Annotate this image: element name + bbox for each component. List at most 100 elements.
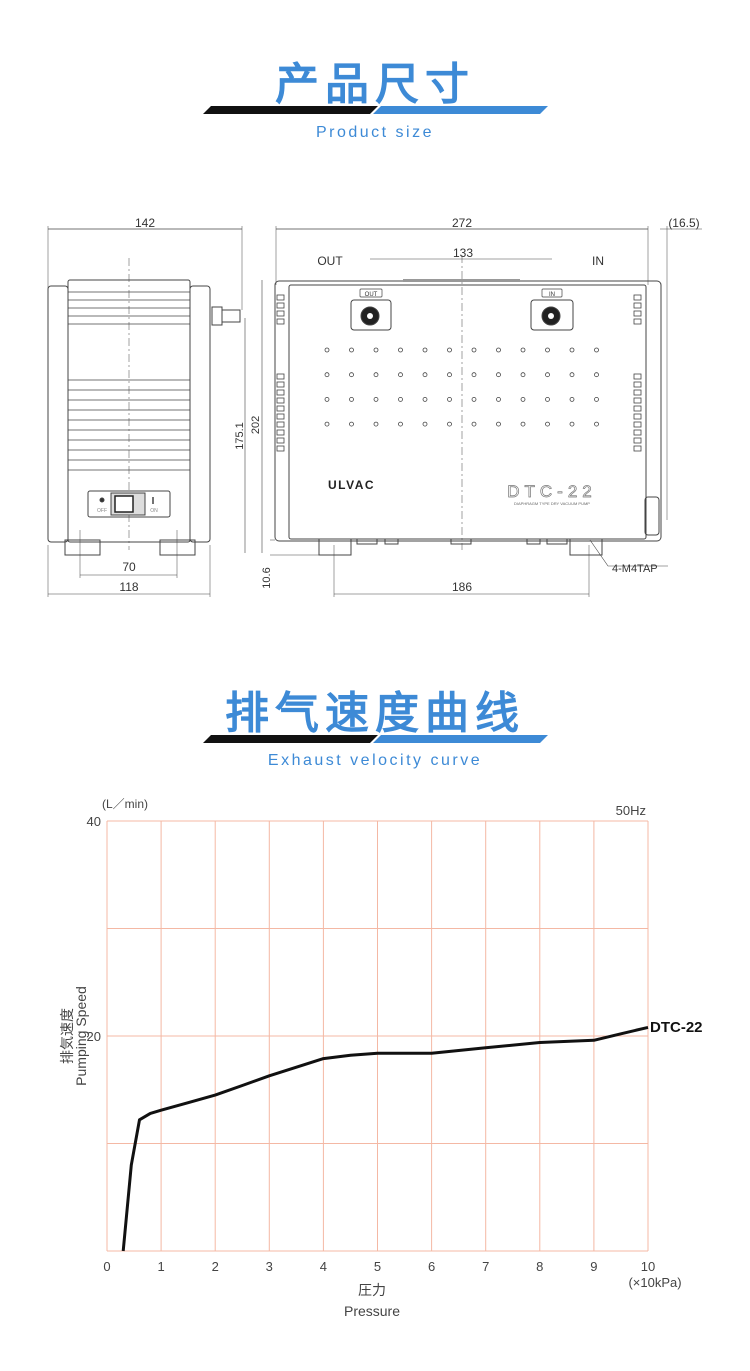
x-tick-label: 0: [103, 1259, 110, 1274]
dim-fitting: (16.5): [668, 216, 699, 230]
in-port-tag: IN: [549, 292, 555, 298]
vent-hole: [373, 347, 379, 353]
cooling-fin: [276, 405, 285, 412]
vent-hole: [398, 421, 403, 427]
vent-hole: [496, 347, 501, 353]
cooling-fin: [633, 421, 642, 428]
vent-hole: [569, 372, 575, 378]
x-tick-label: 6: [428, 1259, 435, 1274]
x-tick-label: 10: [641, 1259, 655, 1274]
dim-front-height-inner: 175.1: [234, 422, 246, 450]
cooling-fin: [633, 413, 642, 420]
vent-hole: [520, 421, 526, 427]
cooling-fin: [633, 445, 642, 452]
side-view: 272 (16.5) 133 OUT IN OUT IN ULVAC DTC-2…: [261, 216, 702, 597]
vent-hole: [594, 347, 599, 353]
cooling-fin: [633, 318, 642, 325]
title-underline: [203, 106, 548, 114]
y-axis-label: Pumping Speed: [73, 986, 89, 1086]
y-unit-label: (L／min): [102, 797, 148, 811]
cooling-fin: [633, 405, 642, 412]
cooling-fin: [276, 421, 285, 428]
cooling-fin: [276, 429, 285, 436]
dim-foot-spacing-front: 70: [122, 560, 136, 574]
series-line-dtc-22: [121, 1025, 649, 1252]
section-title-exhaust-curve: 排气速度曲线: [225, 688, 525, 739]
vent-hole: [324, 396, 330, 402]
cooling-fin: [276, 318, 285, 325]
cooling-fin: [633, 397, 642, 404]
switch-on-label: ON: [150, 508, 158, 514]
cooling-fin: [633, 294, 642, 301]
brand-logo: ULVAC: [328, 478, 375, 492]
vent-hole: [422, 347, 428, 353]
cooling-fin: [276, 294, 285, 301]
vent-hole: [324, 347, 330, 353]
dim-front-height-total: 202: [250, 416, 262, 434]
out-port-label: OUT: [317, 254, 343, 268]
vent-hole: [398, 372, 403, 378]
x-tick-label: 7: [482, 1259, 489, 1274]
vent-hole: [349, 421, 354, 427]
front-view: 142 OFF ON 175.1 202 70 118: [47, 216, 263, 597]
cooling-fin: [633, 373, 642, 380]
cooling-fin: [276, 389, 285, 396]
x-unit-label: (×10kPa): [628, 1275, 681, 1290]
cooling-fin: [276, 437, 285, 444]
vent-hole: [471, 347, 477, 353]
dim-foot-spacing-side: 186: [452, 580, 472, 594]
dim-front-width: 142: [135, 216, 155, 230]
vent-hole: [471, 396, 477, 402]
vent-hole: [569, 421, 575, 427]
dim-base-width: 118: [119, 580, 138, 594]
vent-hole: [594, 421, 599, 427]
vent-hole: [447, 372, 452, 378]
vent-hole: [569, 347, 575, 353]
vent-hole: [349, 396, 354, 402]
in-port-label: IN: [592, 254, 604, 268]
vent-hole: [520, 372, 526, 378]
vent-hole: [398, 347, 403, 353]
cooling-fin: [633, 381, 642, 388]
vent-hole: [349, 347, 354, 353]
x-tick-label: 1: [157, 1259, 164, 1274]
vent-hole: [594, 372, 599, 378]
vent-hole: [373, 396, 379, 402]
out-port-tag: OUT: [365, 292, 378, 298]
vent-hole: [496, 396, 501, 402]
x-axis-label: Pressure: [344, 1303, 400, 1319]
vent-hole: [545, 396, 550, 402]
vent-hole: [422, 421, 428, 427]
title-underline: [203, 735, 548, 743]
vent-hole: [447, 396, 452, 402]
vent-hole: [324, 372, 330, 378]
cooling-fin: [276, 381, 285, 388]
cooling-fin: [633, 302, 642, 309]
x-tick-label: 9: [590, 1259, 597, 1274]
cooling-fin: [633, 429, 642, 436]
x-tick-label: 5: [374, 1259, 381, 1274]
x-tick-label: 2: [212, 1259, 219, 1274]
vent-hole: [594, 396, 599, 402]
vent-hole: [471, 421, 477, 427]
tap-label: 4-M4TAP: [612, 563, 658, 575]
y-tick-label: 20: [87, 1029, 101, 1044]
chart-grid: [106, 820, 649, 1252]
vent-hole: [545, 347, 550, 353]
dim-port-spacing: 133: [453, 246, 473, 260]
x-tick-label: 8: [536, 1259, 543, 1274]
cooling-fin: [276, 445, 285, 452]
vent-hole: [373, 421, 379, 427]
vent-hole: [422, 396, 428, 402]
section-subtitle-exhaust-curve: Exhaust velocity curve: [267, 752, 483, 769]
section-subtitle-product-size: Product size: [315, 124, 435, 141]
dim-side-width: 272: [452, 216, 472, 230]
vent-hole: [569, 396, 575, 402]
dimension-drawing: 142 OFF ON 175.1 202 70 118 272: [47, 216, 702, 597]
x-axis-label-cn: 圧力: [358, 1282, 386, 1298]
vent-hole: [373, 372, 379, 378]
vent-hole: [520, 347, 526, 353]
model-subtitle: DIAPHRAGM TYPE DRY VACUUM PUMP: [514, 501, 590, 506]
x-tick-label: 4: [320, 1259, 327, 1274]
